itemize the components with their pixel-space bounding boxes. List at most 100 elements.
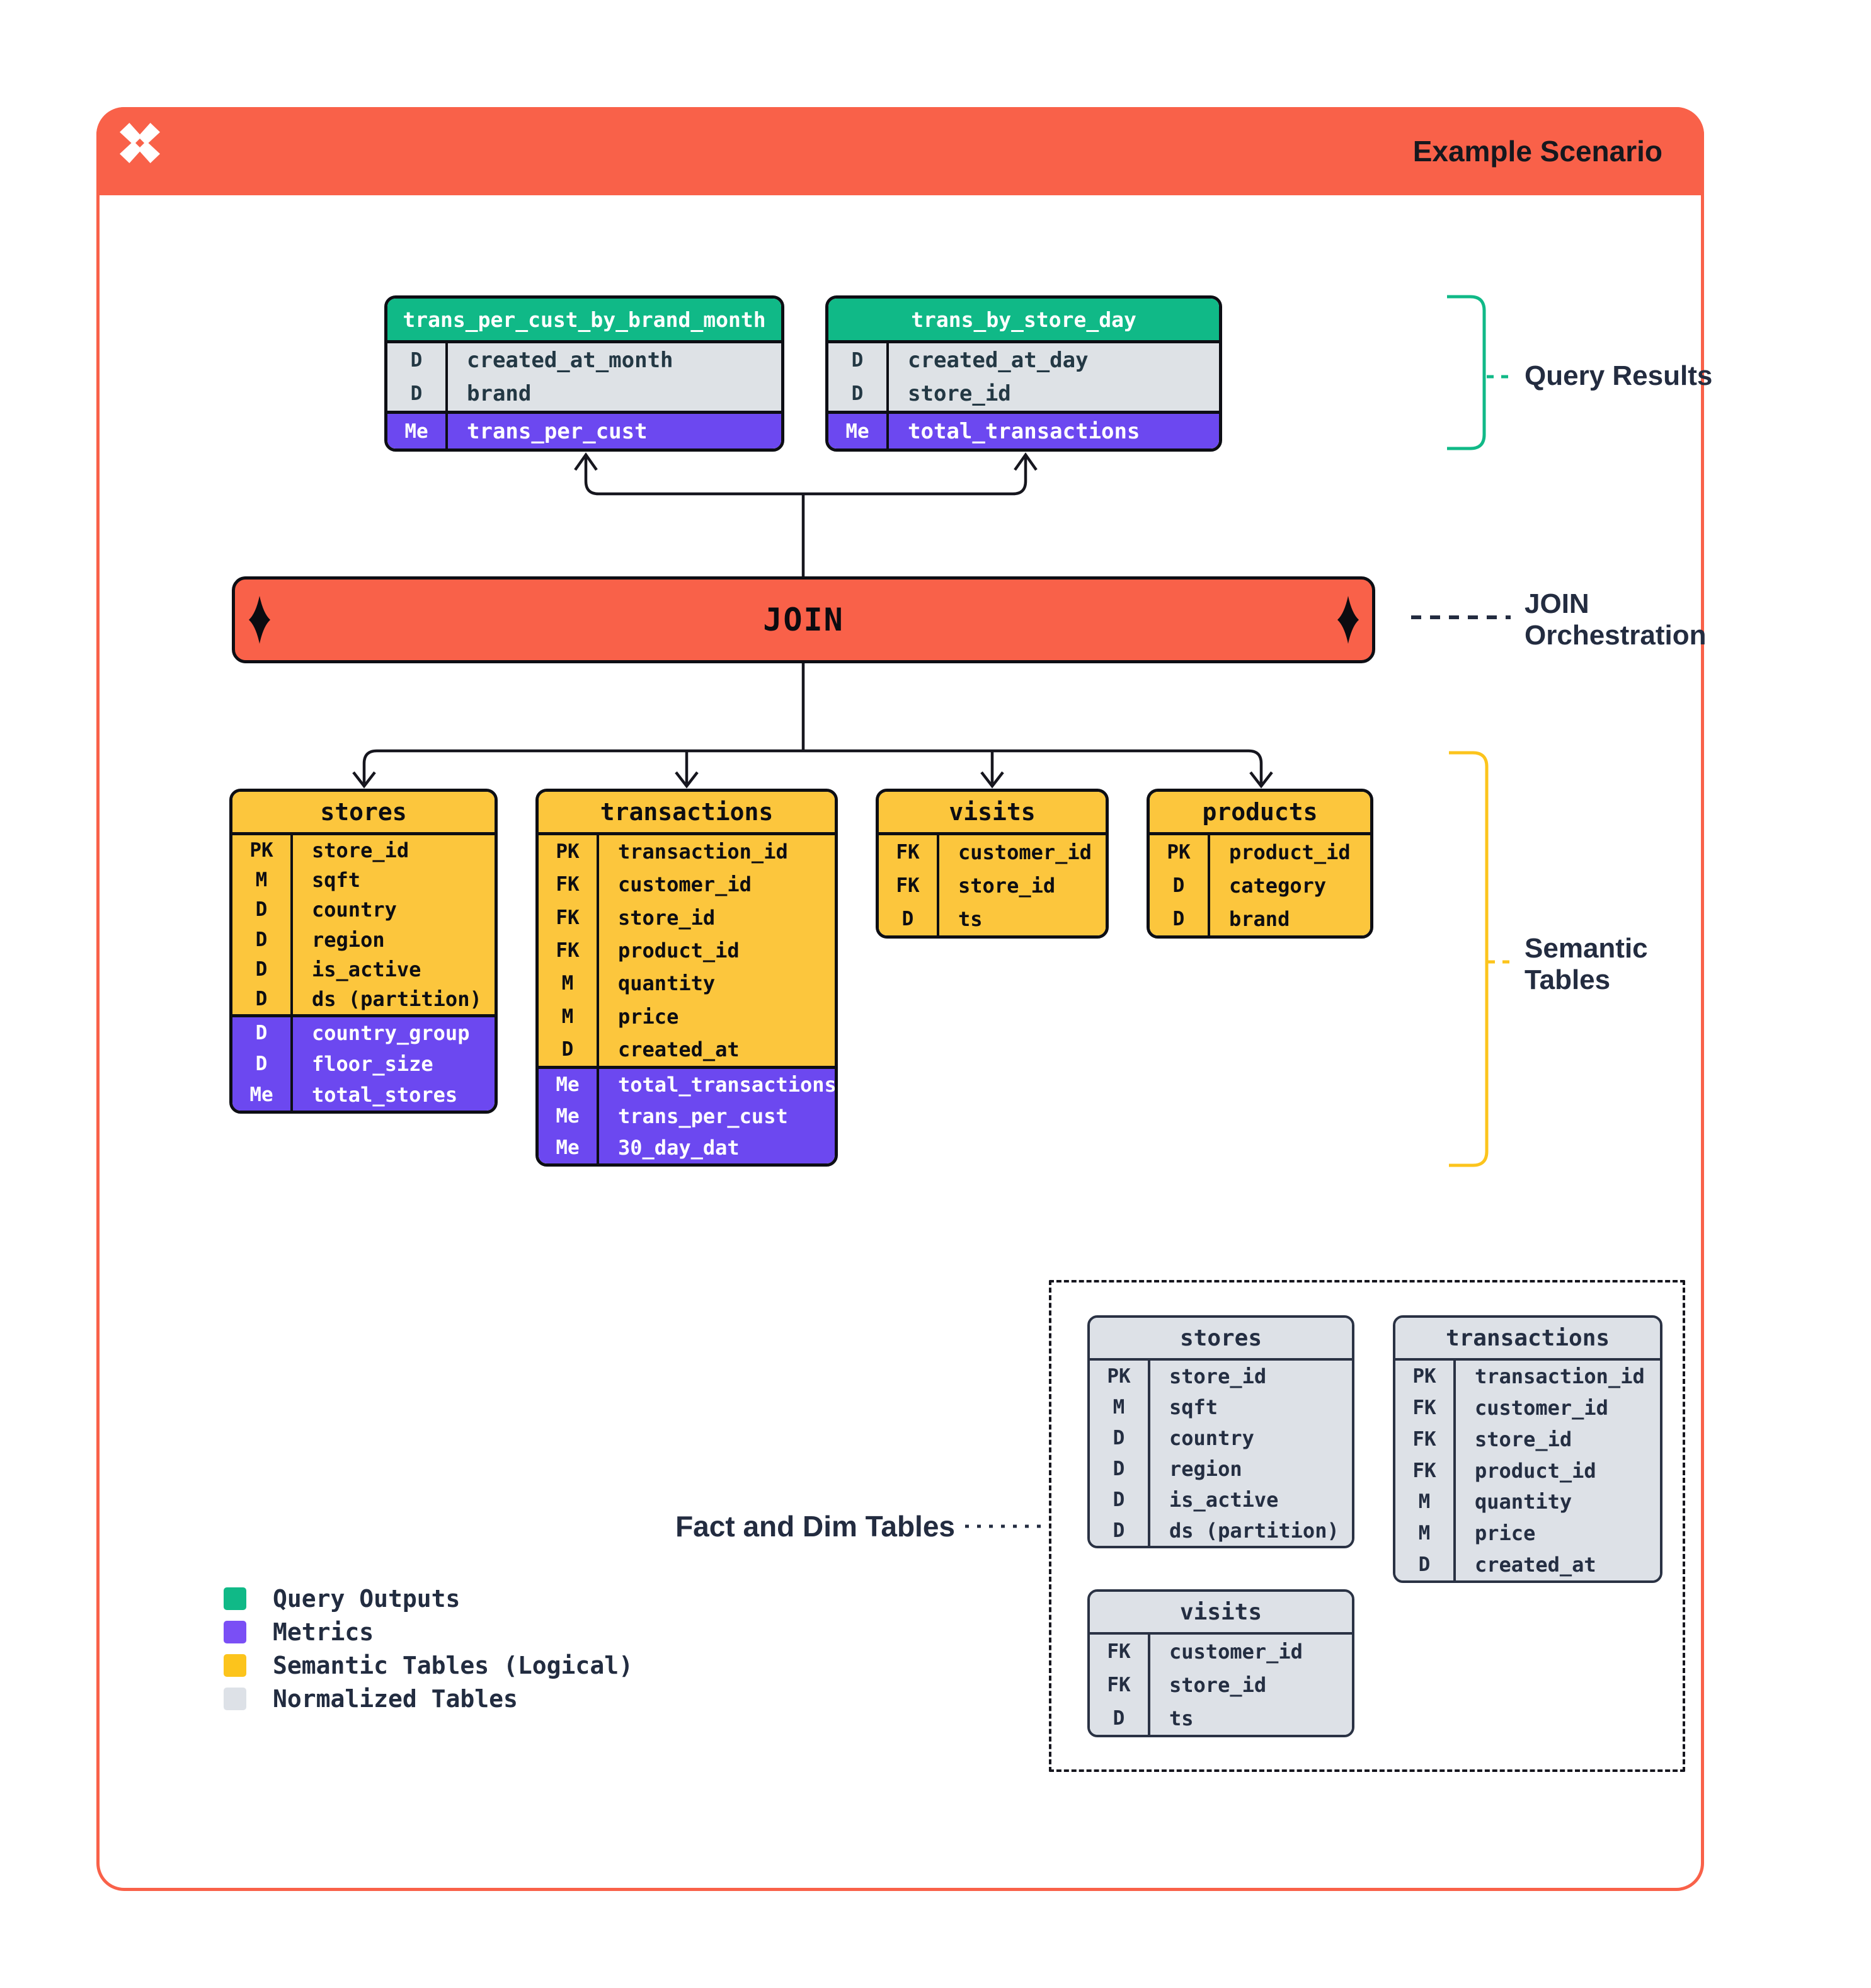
row-field-name: trans_per_cust [467,418,648,444]
table-title: transactions [539,792,835,835]
row-type-badge: FK [1395,1391,1456,1424]
row-type-badge: M [1090,1391,1150,1422]
card-header-bar: Example Scenario [96,107,1704,195]
row-field-name: country [312,898,397,922]
row-type-badge: Me [539,1069,599,1101]
row-field-name: transaction_id [618,840,788,864]
row-type-badge: M [1395,1517,1456,1550]
legend-item: Query Outputs [224,1585,633,1613]
row-type-badge: D [828,377,889,411]
row-field-name: created_at [1475,1553,1596,1577]
row-type-badge: PK [539,835,599,869]
table-row: FK customer_id [1395,1391,1660,1424]
row-field-name: customer_id [1475,1395,1608,1420]
row-field-name: ds (partition) [312,987,482,1012]
row-type-badge: D [232,954,293,985]
row-field-name: price [618,1004,679,1029]
row-field-name: region [1169,1456,1242,1481]
normalized-tables-swatch-icon [224,1688,246,1710]
row-type-badge: PK [1090,1361,1150,1391]
row-field-name: product_id [1229,840,1351,864]
row-field-name: store_id [312,838,409,862]
legend-item: Metrics [224,1618,633,1646]
table-row: PK transaction_id [539,835,835,869]
row-type-badge: Me [387,414,448,448]
row-field-name: is_active [1169,1487,1279,1512]
table-title: stores [232,792,495,835]
table-row: FK store_id [1090,1668,1352,1701]
table-title: trans_by_store_day [828,299,1219,343]
table-title: visits [1090,1592,1352,1635]
legend-item: Normalized Tables [224,1685,633,1713]
join-orchestration-label: JOIN Orchestration [1525,588,1707,651]
row-field-name: is_active [312,957,421,981]
metrics-swatch-icon [224,1621,246,1643]
row-field-name: product_id [1475,1458,1596,1483]
row-type-badge: D [1090,1701,1150,1735]
row-type-badge: FK [1090,1668,1150,1701]
dagster-x-logo-icon [120,123,160,163]
row-field-name: price [1475,1521,1536,1546]
row-type-badge: D [1090,1453,1150,1484]
table-title: visits [879,792,1106,835]
row-type-badge: D [539,1032,599,1066]
row-field-name: customer_id [618,872,752,897]
row-type-badge: D [1090,1515,1150,1546]
legend-item: Semantic Tables (Logical) [224,1652,633,1679]
join-orchestration-bar: JOIN [232,576,1375,663]
row-field-name: sqft [1169,1395,1218,1419]
legend: Query Outputs Metrics Semantic Tables (L… [224,1585,633,1713]
query-outputs-swatch-icon [224,1587,246,1610]
row-field-name: region [312,927,385,952]
row-field-name: customer_id [1169,1639,1303,1664]
row-type-badge: D [232,1017,293,1049]
row-type-badge: D [828,343,889,377]
row-field-name: 30_day_dat [618,1136,740,1160]
row-type-badge: D [232,984,293,1014]
query-results-label: Query Results [1525,360,1713,391]
join-label: JOIN [763,602,844,638]
row-field-name: store_id [1169,1672,1267,1697]
row-field-name: created_at_month [467,347,673,373]
row-type-badge: FK [539,901,599,934]
row-type-badge: D [232,924,293,955]
row-type-badge: M [539,967,599,1000]
table-row: Me trans_per_cust [387,414,781,448]
row-field-name: brand [467,381,532,407]
row-field-name: country_group [312,1020,470,1045]
fact-dim-tables-label: Fact and Dim Tables [675,1510,955,1543]
row-type-badge: D [387,377,448,411]
